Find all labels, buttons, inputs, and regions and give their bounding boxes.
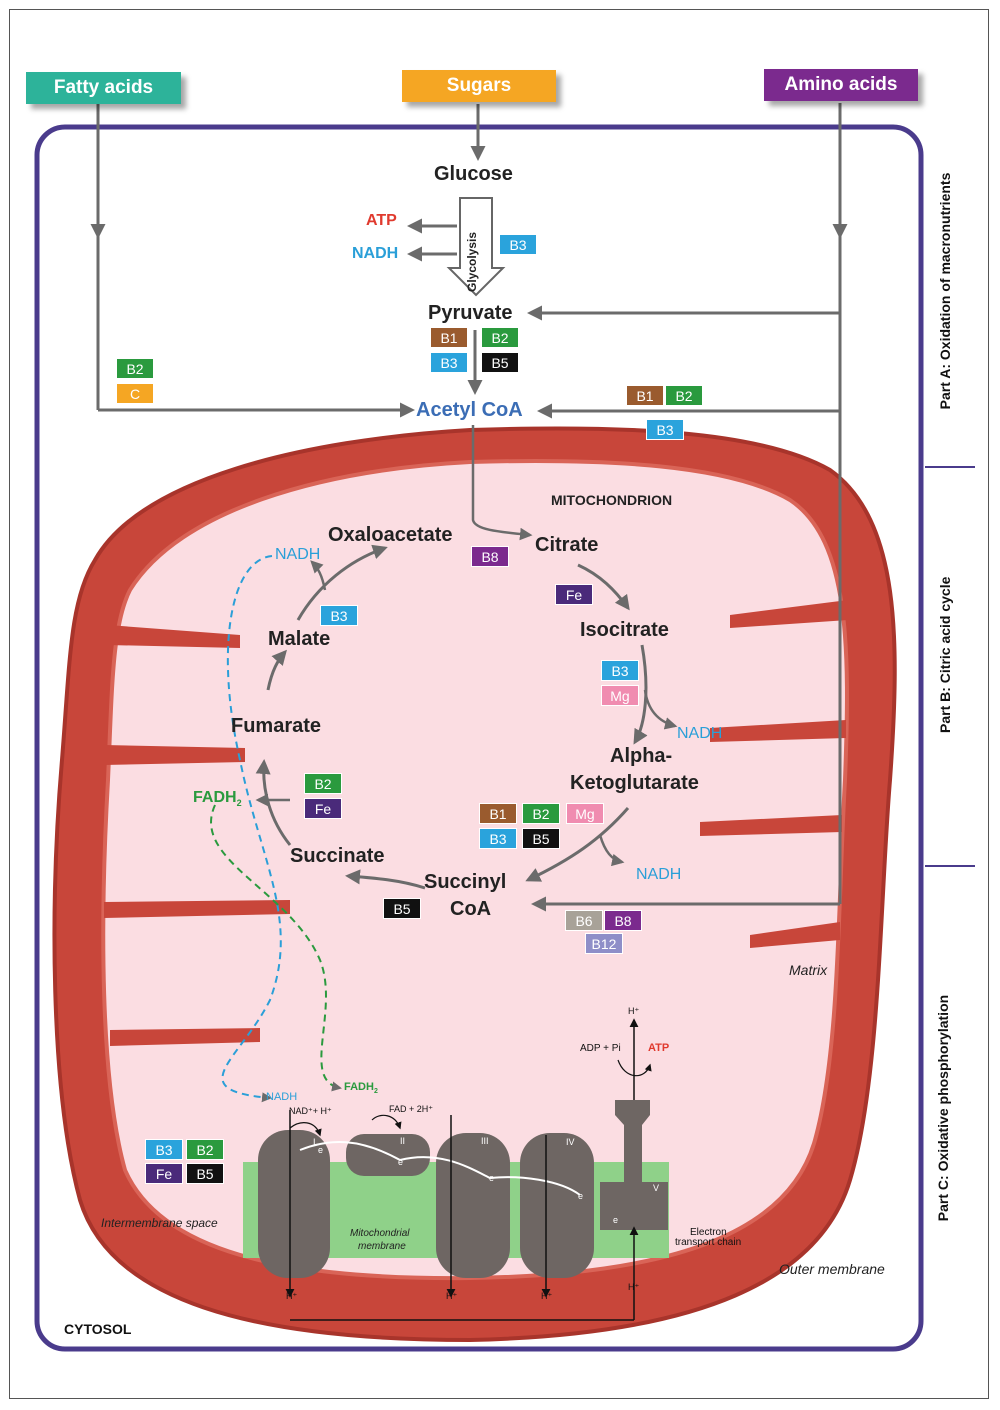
badge-fe: Fe [145,1163,183,1184]
badge-b1: B1 [626,385,664,406]
intermembrane-label: Intermembrane space [101,1216,218,1230]
badge-mg: Mg [601,685,639,706]
part-b-label: Part B: Citric acid cycle [937,576,953,733]
nadh-malate-label: NADH [275,546,321,563]
part-c-label: Part C: Oxidative phosphorylation [935,994,951,1222]
h-label-1: H⁺ [286,1291,298,1301]
fatty-acids-box: Fatty acids [26,72,181,104]
badge-b3: B3 [601,660,639,681]
fadh2-succinate-label: FADH2 [193,789,242,809]
badge-b2: B2 [304,773,342,794]
badge-b3: B3 [145,1139,183,1160]
badge-b2: B2 [186,1139,224,1160]
cytosol-label: CYTOSOL [64,1321,132,1337]
acetyl-coa-label: Acetyl CoA [416,399,523,421]
mitochondrion-matrix [101,458,849,1281]
mitochondrion-label: MITOCHONDRION [551,492,673,508]
citrate-label: Citrate [535,534,599,556]
electron-label-3: e [489,1173,495,1183]
badge-b3: B3 [430,352,468,373]
complex-i-label: I [313,1137,316,1147]
malate-label: Malate [268,628,331,650]
fad-label: FAD + 2H⁺ [389,1104,434,1114]
badge-b2: B2 [116,358,154,379]
nadh-akg-label: NADH [636,866,682,883]
badge-b1: B1 [479,803,517,824]
h-label-3: H⁺ [541,1291,553,1301]
badge-b1: B1 [430,327,468,348]
adp-label: ADP + Pi [580,1043,621,1054]
nad-label: NAD⁺+ H⁺ [289,1106,332,1116]
part-a-label: Part A: Oxidation of macronutrients [937,172,953,410]
badge-fe: Fe [555,584,593,605]
succinyl-label-2: CoA [450,898,492,920]
badge-b3: B3 [499,234,537,255]
badge-b2: B2 [665,385,703,406]
badge-b8: B8 [604,910,642,931]
complex-ii-label: II [400,1136,406,1146]
amino-acids-box: Amino acids [764,69,918,101]
glycolysis-label: Glycolysis [465,231,479,292]
alpha-kg-label-2: Ketoglutarate [570,772,699,794]
badge-b3: B3 [479,828,517,849]
badge-b5: B5 [383,898,421,919]
badge-b2: B2 [522,803,560,824]
nadh-isocitrate-label: NADH [677,725,723,742]
sugars-box: Sugars [402,70,556,102]
badge-b3: B3 [320,605,358,626]
badge-b2: B2 [481,327,519,348]
complex-iii-label: III [481,1136,489,1146]
badge-c: C [116,383,154,404]
isocitrate-label: Isocitrate [580,619,669,641]
outer-membrane-label: Outer membrane [779,1261,885,1277]
oxaloacetate-label: Oxaloacetate [328,524,453,546]
alpha-kg-label-1: Alpha- [610,745,673,767]
badge-b5: B5 [481,352,519,373]
electron-label-4: e [578,1191,584,1201]
atp-etc-label: ATP [648,1042,670,1054]
glucose-label: Glucose [434,163,513,185]
mito-membrane-label-1: Mitochondrial [350,1228,410,1239]
badge-b6: B6 [565,910,603,931]
badge-b5: B5 [186,1163,224,1184]
badge-mg: Mg [566,803,604,824]
fadh2-etc-label: FADH2 [344,1081,378,1096]
mito-membrane-label-2: membrane [358,1241,406,1252]
fumarate-label: Fumarate [231,715,322,737]
badge-fe: Fe [304,798,342,819]
h-top-label: H⁺ [628,1006,640,1016]
badge-b5: B5 [522,828,560,849]
figure-frame [9,9,989,1399]
succinyl-label-1: Succinyl [424,871,507,893]
badge-b8: B8 [471,546,509,567]
nadh-etc-label: NADH [266,1091,298,1103]
pyruvate-label: Pyruvate [428,302,513,324]
badge-b3: B3 [646,419,684,440]
complex-v-label: V [653,1183,660,1193]
etc-label-2: transport chain [675,1237,742,1248]
electron-label-5: e [613,1215,619,1225]
matrix-label: Matrix [789,962,828,978]
h-label-2: H⁺ [446,1291,458,1301]
electron-label-1: e [318,1145,324,1155]
badge-b12: B12 [585,933,623,954]
etc-label-1: Electron [690,1227,727,1238]
electron-label-2: e [398,1157,404,1167]
succinate-label: Succinate [290,845,385,867]
nadh-glycolysis-label: NADH [352,245,399,262]
atp-glycolysis-label: ATP [366,212,397,229]
h-label-4: H⁺ [628,1282,640,1292]
complex-iv-label: IV [566,1137,575,1147]
